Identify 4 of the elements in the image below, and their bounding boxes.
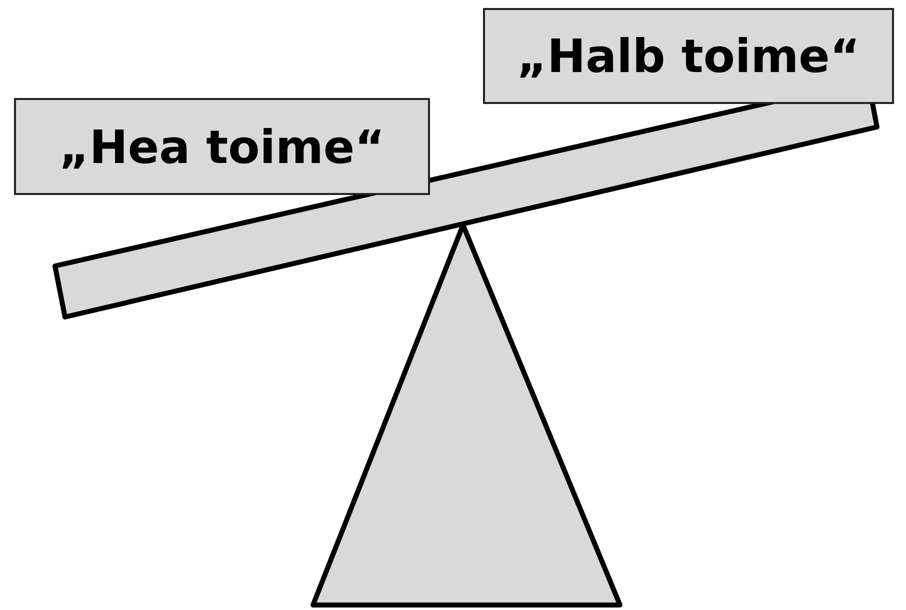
- label-box: [14, 98, 430, 195]
- label-text: „Hea toime“: [59, 120, 385, 174]
- label-box: [483, 8, 894, 104]
- label-text: „Halb toime“: [516, 29, 860, 83]
